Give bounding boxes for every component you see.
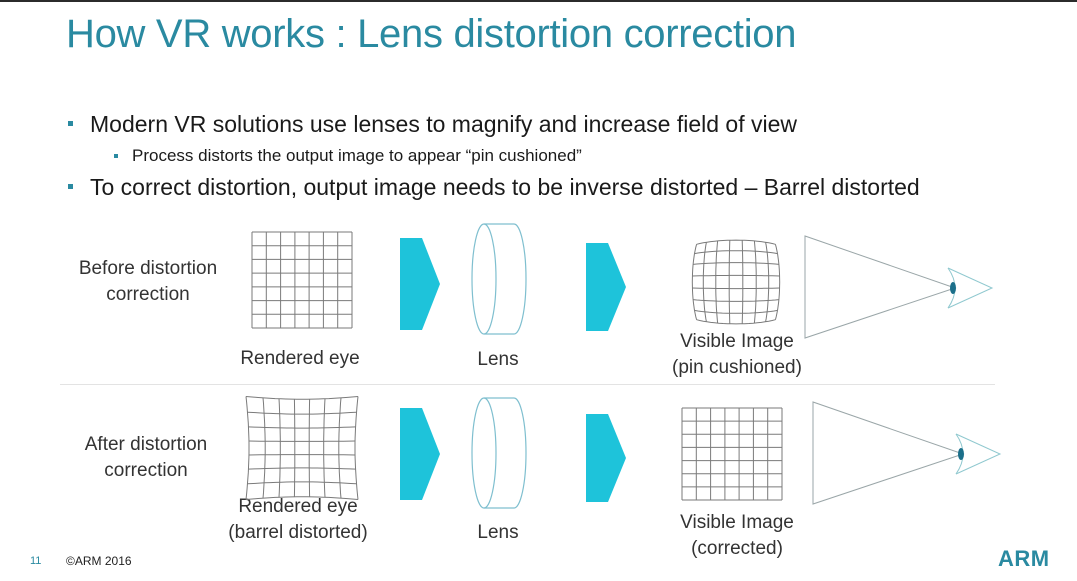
grid-line (338, 397, 342, 499)
lens-icon (471, 397, 527, 509)
grid-line (728, 240, 731, 324)
caption-lens-before: Lens (458, 347, 538, 373)
copyright: ©ARM 2016 (66, 554, 132, 568)
caption-lens-after: Lens (458, 520, 538, 546)
row-label-before: Before distortion correction (68, 256, 228, 308)
bullet-square-icon (68, 184, 73, 189)
grid-line (765, 242, 770, 322)
grid-line (262, 397, 266, 499)
top-rule (0, 0, 1077, 2)
grid-line (693, 262, 779, 265)
grid-line (245, 396, 359, 400)
arrow-right-icon (586, 414, 626, 502)
caption-line: Visible Image (680, 512, 794, 533)
caption-line: (pin cushioned) (672, 357, 802, 378)
grid-line (247, 411, 357, 415)
caption-line: (corrected) (691, 538, 783, 559)
bullet-square-icon (114, 154, 118, 158)
bullet-text: Modern VR solutions use lenses to magnif… (90, 111, 797, 137)
bullet-text: Process distorts the output image to app… (132, 146, 582, 165)
grid-line (696, 239, 776, 245)
grid-line (692, 274, 780, 277)
bullet-2: To correct distortion, output image need… (68, 174, 920, 201)
caption-line: Rendered eye (238, 496, 358, 517)
eye-icon (812, 401, 1002, 505)
bullet-text: To correct distortion, output image need… (90, 174, 920, 200)
slide-number: 11 (30, 555, 42, 567)
row-divider (60, 384, 995, 385)
visible-image-corrected-grid (681, 407, 783, 501)
arrow-right-icon (586, 243, 626, 331)
caption-rendered-eye-before: Rendered eye (220, 346, 380, 372)
lens-icon (471, 223, 527, 335)
grid-line (323, 398, 326, 498)
caption-line: Lens (477, 349, 519, 370)
row-label-line: correction (104, 460, 188, 481)
caption-line: (barrel distorted) (228, 522, 368, 543)
visible-image-pincushion-grid (691, 239, 781, 325)
grid-line (691, 244, 698, 320)
grid-line (774, 244, 781, 320)
grid-line (248, 426, 356, 429)
caption-visible-before: Visible Image (pin cushioned) (657, 329, 817, 381)
grid-line (245, 396, 250, 500)
grid-line (696, 319, 776, 325)
grid-line (702, 242, 707, 322)
grid-line (694, 309, 778, 314)
caption-line: Rendered eye (240, 348, 360, 369)
grid-line (715, 240, 719, 324)
rendered-eye-grid-before (251, 231, 353, 329)
caption-line: Lens (477, 522, 519, 543)
slide-title: How VR works : Lens distortion correctio… (66, 12, 797, 56)
arm-logo: ARM (998, 546, 1050, 571)
grid-line (693, 299, 779, 302)
row-label-line: After distortion (84, 434, 208, 455)
row-label-line: correction (106, 284, 190, 305)
grid-line (692, 287, 780, 290)
grid-line (741, 240, 744, 324)
grid-line (753, 240, 757, 324)
grid-line (247, 481, 357, 485)
grid-line (245, 496, 359, 500)
eye-icon (804, 235, 994, 339)
caption-visible-after: Visible Image (corrected) (657, 510, 817, 562)
caption-rendered-eye-after: Rendered eye (barrel distorted) (208, 494, 388, 546)
sub-bullet-1: Process distorts the output image to app… (114, 146, 582, 166)
bullet-square-icon (68, 121, 73, 126)
arrow-right-icon (400, 238, 440, 330)
grid-line (354, 396, 359, 500)
arrow-right-icon (400, 408, 440, 500)
grid-line (278, 398, 281, 498)
row-label-line: Before distortion (78, 258, 218, 279)
row-label-after: After distortion correction (66, 432, 226, 484)
rendered-eye-barrel-grid (245, 396, 359, 500)
bullet-1: Modern VR solutions use lenses to magnif… (68, 111, 797, 138)
grid-line (694, 250, 778, 255)
grid-line (248, 467, 356, 470)
caption-line: Visible Image (680, 331, 794, 352)
